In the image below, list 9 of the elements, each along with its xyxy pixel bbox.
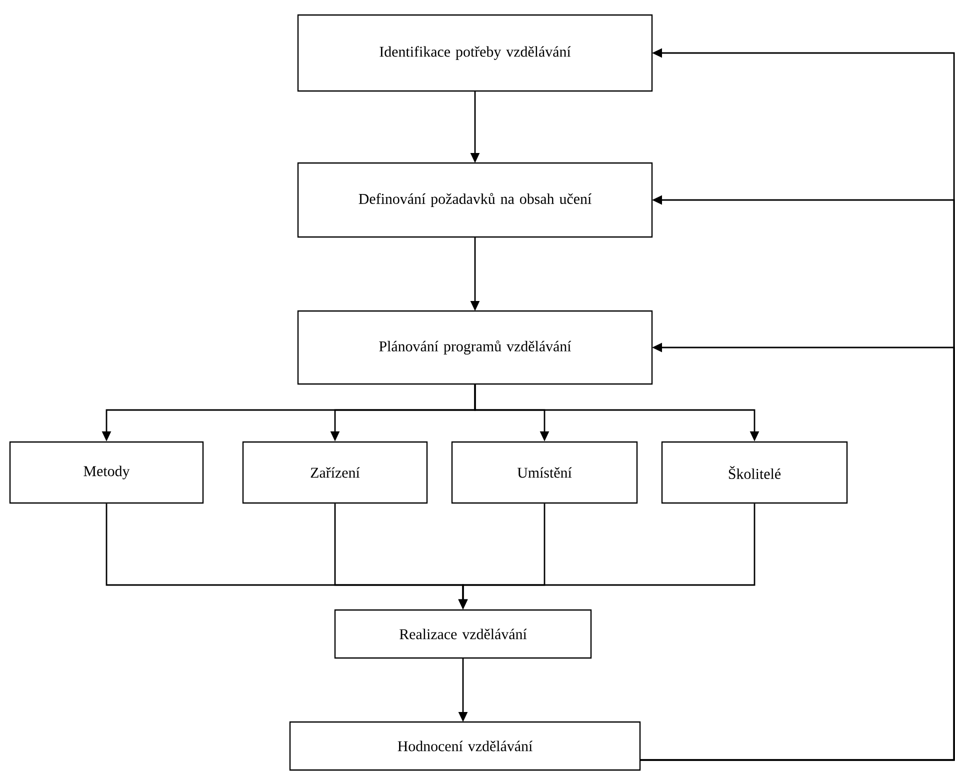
process-box: Plánování programů vzdělávání: [297, 310, 653, 385]
process-box: Hodnocení vzdělávání: [289, 721, 641, 771]
process-box: Umístění: [451, 441, 638, 504]
process-box: Školitelé: [661, 441, 848, 504]
process-box: Identifikace potřeby vzdělávání: [297, 14, 653, 92]
process-box: Zařízení: [242, 441, 428, 504]
process-box: Definování požadavků na obsah učení: [297, 162, 653, 238]
process-box: Metody: [9, 441, 204, 504]
process-box: Realizace vzdělávání: [334, 609, 592, 659]
